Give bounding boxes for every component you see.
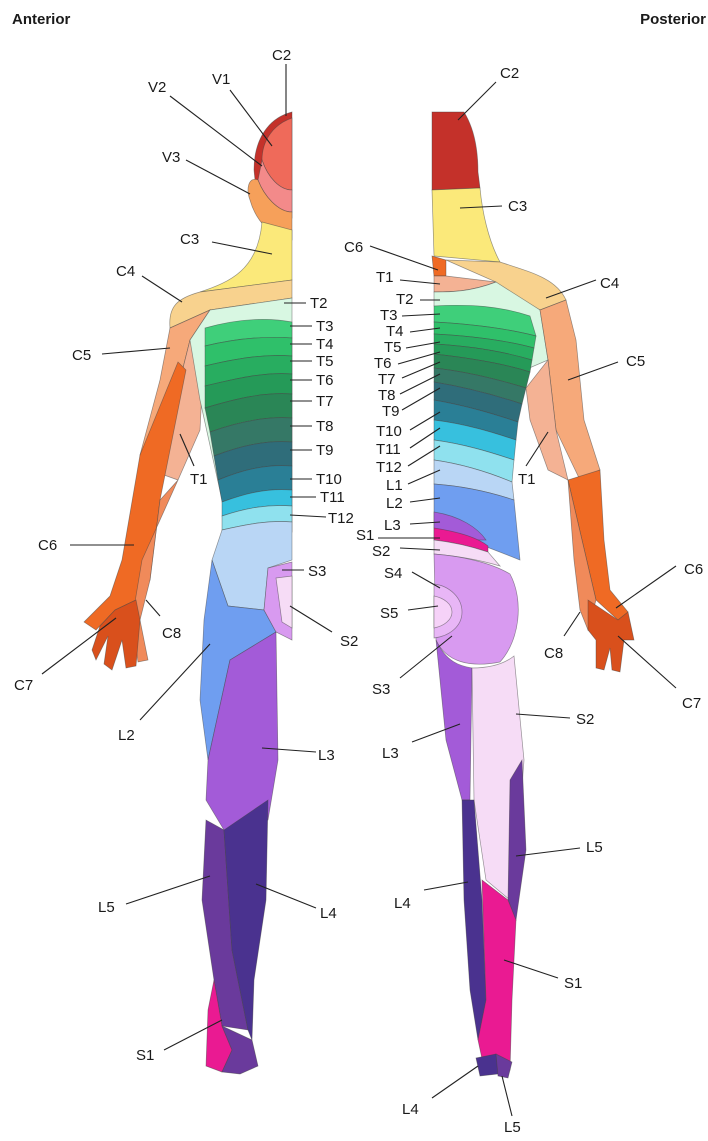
region-c3-post [432, 188, 500, 262]
label-post-t1: T1 [376, 269, 394, 286]
region-c2-post [432, 112, 480, 190]
label-post-t1-arm: T1 [518, 471, 536, 488]
posterior-header: Posterior [640, 11, 706, 28]
label-post-s5: S5 [380, 605, 398, 622]
label-ant-t3: T3 [316, 318, 334, 335]
label-post-t9: T9 [382, 403, 400, 420]
label-post-t8: T8 [378, 387, 396, 404]
label-post-l1: L1 [386, 477, 403, 494]
label-post-t3: T3 [380, 307, 398, 324]
label-post-c5: C5 [626, 353, 645, 370]
label-ant-l3: L3 [318, 747, 335, 764]
label-post-s1: S1 [356, 527, 374, 544]
label-post-c7: C7 [682, 695, 701, 712]
label-post-c3: C3 [508, 198, 527, 215]
label-post-l5-foot: L5 [504, 1119, 521, 1136]
label-ant-l4: L4 [320, 905, 337, 922]
label-post-t4: T4 [386, 323, 404, 340]
label-post-l4: L4 [394, 895, 411, 912]
label-post-s1-leg: S1 [564, 975, 582, 992]
label-ant-t8: T8 [316, 418, 334, 435]
label-post-t2: T2 [396, 291, 414, 308]
label-ant-t4: T4 [316, 336, 334, 353]
label-ant-t6: T6 [316, 372, 334, 389]
label-post-t10: T10 [376, 423, 402, 440]
label-post-c6-arm: C6 [684, 561, 703, 578]
label-ant-t5: T5 [316, 353, 334, 370]
label-ant-v2: V2 [148, 79, 166, 96]
label-ant-t2: T2 [310, 295, 328, 312]
region-l5-post [508, 760, 526, 920]
label-ant-v3: V3 [162, 149, 180, 166]
label-ant-t1: T1 [190, 471, 208, 488]
label-ant-v1: V1 [212, 71, 230, 88]
posterior-labels: C2 C3 C6 T1 C4 T2 T3 T4 T5 T6 T7 T8 T9 C… [344, 65, 703, 1136]
label-ant-l2: L2 [118, 727, 135, 744]
region-heel-l4 [476, 1054, 498, 1076]
anterior-labels: C2 V1 V2 V3 C3 C4 C5 T2 T3 T4 T5 T6 T7 T… [14, 47, 358, 1064]
label-ant-t11: T11 [320, 489, 345, 506]
label-ant-c4: C4 [116, 263, 135, 280]
label-ant-s2: S2 [340, 633, 358, 650]
label-post-c6: C6 [344, 239, 363, 256]
label-ant-l5: L5 [98, 899, 115, 916]
label-ant-t7: T7 [316, 393, 334, 410]
label-post-c8: C8 [544, 645, 563, 662]
anterior-body [84, 112, 292, 1074]
label-post-l3-leg: L3 [382, 745, 399, 762]
anterior-header: Anterior [12, 11, 71, 28]
label-post-c2: C2 [500, 65, 519, 82]
label-post-t5: T5 [384, 339, 402, 356]
label-ant-t10: T10 [316, 471, 342, 488]
label-post-t11: T11 [376, 441, 401, 458]
label-ant-s3: S3 [308, 563, 326, 580]
label-ant-s1: S1 [136, 1047, 154, 1064]
label-ant-c6: C6 [38, 537, 57, 554]
label-ant-t9: T9 [316, 442, 334, 459]
label-ant-t12: T12 [328, 510, 354, 527]
label-post-t12: T12 [376, 459, 402, 476]
label-post-s2-leg: S2 [576, 711, 594, 728]
label-post-l4-foot: L4 [402, 1101, 419, 1118]
label-post-l2: L2 [386, 495, 403, 512]
label-post-l3: L3 [384, 517, 401, 534]
label-post-t7: T7 [378, 371, 396, 388]
label-post-l5: L5 [586, 839, 603, 856]
label-ant-c2: C2 [272, 47, 291, 64]
region-c6-post [432, 256, 446, 276]
label-ant-c5: C5 [72, 347, 91, 364]
posterior-body [432, 112, 634, 1078]
label-post-c4: C4 [600, 275, 619, 292]
label-ant-c7: C7 [14, 677, 33, 694]
label-post-s3: S3 [372, 681, 390, 698]
label-ant-c3: C3 [180, 231, 199, 248]
label-post-s4: S4 [384, 565, 402, 582]
label-post-s2: S2 [372, 543, 390, 560]
label-post-t6: T6 [374, 355, 392, 372]
label-ant-c8: C8 [162, 625, 181, 642]
region-l3-post [436, 640, 472, 800]
